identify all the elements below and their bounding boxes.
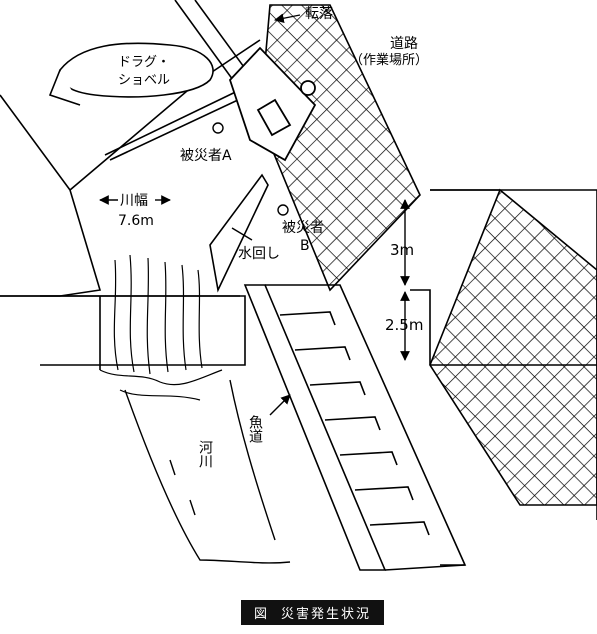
water-flow <box>99 254 223 401</box>
victim-b-label-line2: B <box>300 238 310 254</box>
water-diversion-label: 水回し <box>238 246 280 262</box>
river-label: 河川 <box>197 440 213 468</box>
victim-b-label-line1: 被災者 <box>282 220 324 236</box>
road-label: 道路 <box>390 36 418 52</box>
weir-wall <box>40 289 597 370</box>
workplace-label: （作業場所） <box>350 52 428 68</box>
caption-prefix: 図 <box>253 607 269 622</box>
river-banks <box>124 379 291 564</box>
river-width-value: 7.6m <box>118 213 154 229</box>
caption-title: 災害発生状況 <box>281 607 372 622</box>
right-wall-hatched <box>429 188 597 506</box>
excavator-label-line1: ドラグ・ <box>118 55 170 70</box>
victim-a-marker <box>212 122 224 134</box>
river-width-label: 川幅 <box>120 193 148 209</box>
victim-a-label: 被災者A <box>180 148 232 164</box>
excavator-shovel <box>48 42 256 161</box>
height-upper-label: 3m <box>390 241 414 259</box>
fishway-label: 魚道 <box>247 415 263 444</box>
dimension-lines <box>99 13 410 416</box>
figure-caption: 図 災害発生状況 <box>241 600 384 625</box>
excavator-label-line2: ショベル <box>118 73 170 88</box>
fall-label: 転落 <box>305 6 333 22</box>
tipped-machine <box>228 46 317 162</box>
victim-markers <box>212 122 289 216</box>
fishway <box>243 284 467 571</box>
height-lower-label: 2.5m <box>385 316 423 334</box>
victim-b-marker <box>277 204 289 216</box>
